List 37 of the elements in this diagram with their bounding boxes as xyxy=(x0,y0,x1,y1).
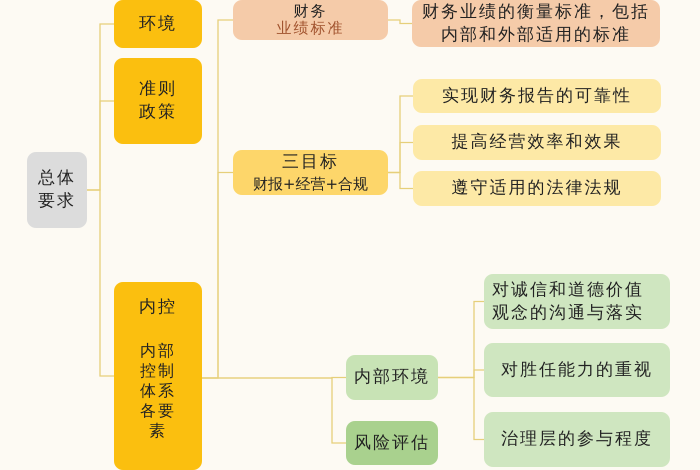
topic-box xyxy=(233,150,388,195)
box-label: 治理层的参与程度 xyxy=(501,428,653,451)
box-label: 内部控制体系各要素 xyxy=(139,340,177,441)
box-label: 遵守适用的法律法规 xyxy=(452,177,622,200)
box-label: 对诚信和道德价值观念的沟通与落实 xyxy=(492,278,645,324)
connector-line xyxy=(388,19,412,24)
topic-box xyxy=(413,125,661,160)
topic-box xyxy=(114,282,202,470)
topic-box xyxy=(114,0,202,48)
topic-box xyxy=(484,343,670,397)
box-label: 业绩标准 xyxy=(276,20,344,38)
topic-box xyxy=(27,152,87,228)
topic-box xyxy=(413,171,661,206)
topic-box xyxy=(346,421,438,465)
box-label: 财报+经营+合规 xyxy=(252,174,368,194)
topic-box xyxy=(346,355,438,400)
topic-box xyxy=(114,58,202,144)
connector-line xyxy=(87,189,114,377)
connector-line xyxy=(202,377,346,444)
topic-box xyxy=(233,0,388,40)
box-label: 财务业绩的衡量标准，包括内部和外部适用的标准 xyxy=(421,0,651,46)
topic-box xyxy=(413,79,661,113)
box-label: 内部环境 xyxy=(354,366,430,389)
connector-line xyxy=(438,376,484,440)
box-label: 财务 xyxy=(294,2,328,20)
box-label: 风险评估 xyxy=(354,432,430,454)
box-label: 内控 xyxy=(139,296,177,319)
topic-box xyxy=(484,412,670,467)
box-label: 准则政策 xyxy=(138,78,178,124)
box-label: 总体要求 xyxy=(37,167,77,213)
box-label: 三目标 xyxy=(282,150,339,174)
box-label: 实现财务报告的可靠性 xyxy=(442,84,632,108)
box-label: 对胜任能力的重视 xyxy=(501,358,653,382)
connector-line xyxy=(388,172,413,190)
topic-box xyxy=(484,274,670,329)
box-label: 提高经营效率和效果 xyxy=(452,131,622,154)
box-label: 环境 xyxy=(139,12,177,36)
